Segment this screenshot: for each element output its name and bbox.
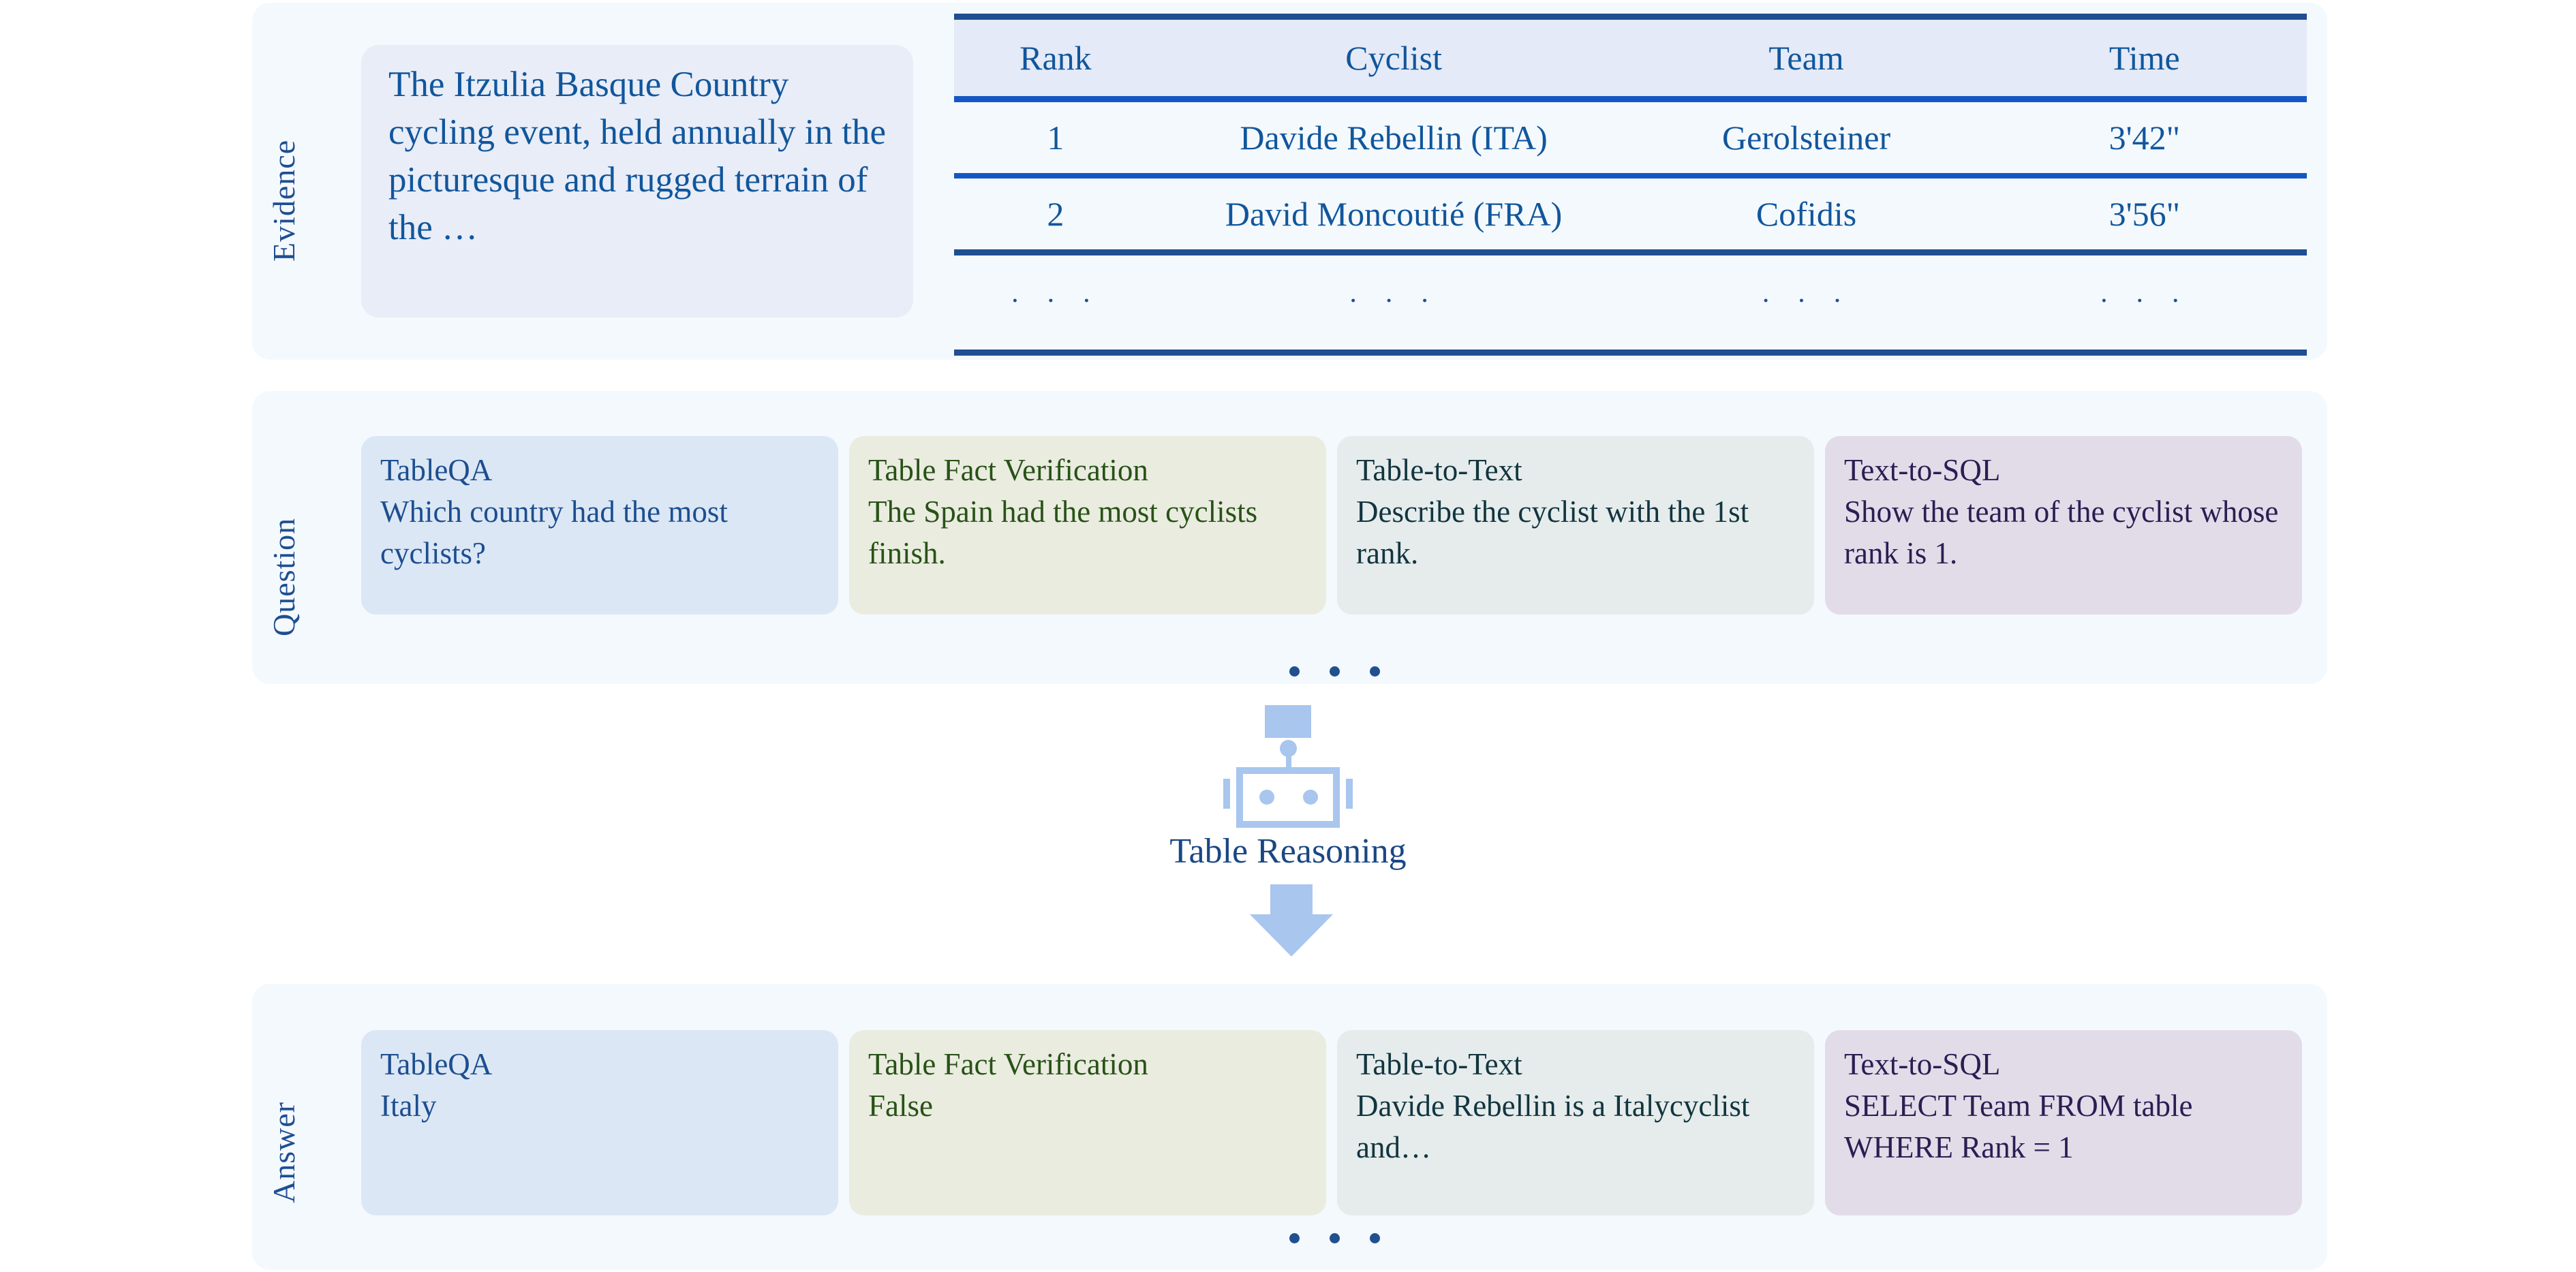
answer-card-list: TableQA Italy Table Fact Verification Fa… <box>361 1030 2310 1215</box>
ellipsis-glyph: · · · <box>2099 285 2190 317</box>
table-row: 2 David Moncoutié (FRA) Cofidis 3'56" <box>954 176 2307 255</box>
cell-ellipsis: · · · <box>954 252 1157 356</box>
evidence-section: Evidence The Itzulia Basque Country cycl… <box>252 3 2327 360</box>
arrow-shaft <box>1270 884 1313 914</box>
task-type-label: Table Fact Verification <box>868 1047 1148 1081</box>
task-type-label: TableQA <box>380 1047 493 1081</box>
column-header-team: Team <box>1630 14 1982 102</box>
robot-antenna-stem <box>1286 752 1291 769</box>
task-type-label: Table-to-Text <box>1356 453 1522 487</box>
task-content: Describe the cyclist with the 1st rank. <box>1356 494 1749 570</box>
robot-icon <box>1159 702 1499 852</box>
column-header-rank: Rank <box>954 14 1157 102</box>
robot-face <box>1236 767 1340 828</box>
cell-ellipsis: · · · <box>1630 252 1982 356</box>
task-content: Which country had the most cyclists? <box>380 494 728 570</box>
table-header-row: Rank Cyclist Team Time <box>954 14 2307 102</box>
cell-ellipsis: · · · <box>1156 252 1631 356</box>
cell-rank: 1 <box>954 99 1157 179</box>
task-content: Italy <box>380 1088 437 1123</box>
cell-cyclist: David Moncoutié (FRA) <box>1156 176 1631 255</box>
question-section: Question TableQA Which country had the m… <box>252 391 2327 684</box>
arrow-head <box>1250 914 1333 957</box>
table-ellipsis-row: · · · · · · · · · · · · <box>954 252 2307 356</box>
cell-time: 3'56" <box>1982 176 2307 255</box>
task-content: Davide Rebellin is a Italycyclist and… <box>1356 1088 1750 1164</box>
robot-top-block <box>1265 705 1311 738</box>
question-card-list: TableQA Which country had the most cycli… <box>361 436 2310 615</box>
robot-ear-right <box>1346 779 1353 809</box>
question-card-table-fact-verification: Table Fact Verification The Spain had th… <box>849 436 1326 615</box>
question-card-text-to-sql: Text-to-SQL Show the team of the cyclist… <box>1825 436 2302 615</box>
question-card-table-to-text: Table-to-Text Describe the cyclist with … <box>1337 436 1814 615</box>
column-header-time: Time <box>1982 14 2307 102</box>
cell-team: Cofidis <box>1630 176 1982 255</box>
question-card-tableqa: TableQA Which country had the most cycli… <box>361 436 838 615</box>
answer-section: Answer TableQA Italy Table Fact Verifica… <box>252 984 2327 1270</box>
cell-rank: 2 <box>954 176 1157 255</box>
table-reasoning-caption: Table Reasoning <box>1169 832 1407 871</box>
task-content: The Spain had the most cyclists finish. <box>868 494 1258 570</box>
ellipsis-dot <box>1330 1233 1340 1243</box>
cell-ellipsis: · · · <box>1982 252 2307 356</box>
evidence-row-label: Evidence <box>266 139 301 262</box>
cell-team: Gerolsteiner <box>1630 99 1982 179</box>
ellipsis-glyph: · · · <box>1761 285 1852 317</box>
answer-row-label: Answer <box>266 1101 301 1203</box>
ellipsis-glyph: · · · <box>1010 285 1101 317</box>
task-content: SELECT Team FROM table WHERE Rank = 1 <box>1844 1088 2193 1164</box>
ellipsis-dot <box>1370 666 1380 677</box>
question-ellipsis <box>1289 666 1380 677</box>
task-type-label: TableQA <box>380 453 493 487</box>
table-reasoning-block: Table Reasoning <box>1159 702 1499 974</box>
answer-ellipsis <box>1289 1233 1380 1243</box>
column-header-cyclist: Cyclist <box>1156 14 1631 102</box>
answer-card-table-fact-verification: Table Fact Verification False <box>849 1030 1326 1215</box>
table-row: 1 Davide Rebellin (ITA) Gerolsteiner 3'4… <box>954 99 2307 179</box>
question-row-label: Question <box>266 517 301 636</box>
evidence-table-wrapper: Rank Cyclist Team Time 1 Davide Rebellin… <box>954 14 2307 356</box>
cell-time: 3'42" <box>1982 99 2307 179</box>
robot-ear-left <box>1223 779 1230 809</box>
ellipsis-glyph: · · · <box>1348 285 1439 317</box>
robot-eye-left <box>1259 790 1274 805</box>
ellipsis-dot <box>1330 666 1340 677</box>
robot-eye-right <box>1303 790 1318 805</box>
answer-card-table-to-text: Table-to-Text Davide Rebellin is a Italy… <box>1337 1030 1814 1215</box>
task-type-label: Text-to-SQL <box>1844 1047 2001 1081</box>
evidence-table: Rank Cyclist Team Time 1 Davide Rebellin… <box>954 14 2307 356</box>
task-type-label: Text-to-SQL <box>1844 453 2001 487</box>
ellipsis-dot <box>1370 1233 1380 1243</box>
cell-cyclist: Davide Rebellin (ITA) <box>1156 99 1631 179</box>
answer-card-text-to-sql: Text-to-SQL SELECT Team FROM table WHERE… <box>1825 1030 2302 1215</box>
ellipsis-dot <box>1289 1233 1300 1243</box>
answer-card-tableqa: TableQA Italy <box>361 1030 838 1215</box>
task-content: Show the team of the cyclist whose rank … <box>1844 494 2279 570</box>
task-content: False <box>868 1088 933 1123</box>
evidence-passage-card: The Itzulia Basque Country cycling event… <box>361 45 913 317</box>
task-type-label: Table-to-Text <box>1356 1047 1522 1081</box>
task-type-label: Table Fact Verification <box>868 453 1148 487</box>
ellipsis-dot <box>1289 666 1300 677</box>
